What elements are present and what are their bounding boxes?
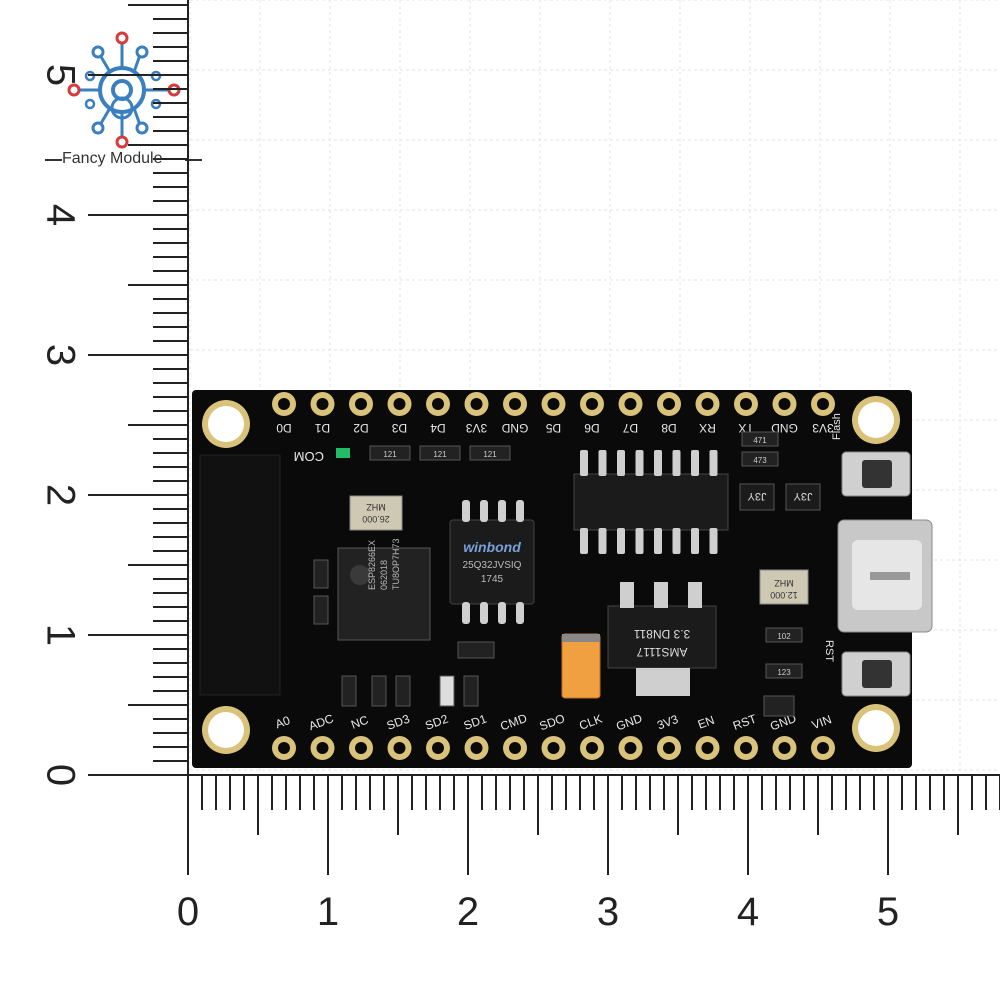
resistor	[419, 445, 461, 461]
ruler-v-label: 4	[38, 204, 82, 226]
horizontal-ruler: 0 1 2 3 4 5	[177, 774, 1000, 934]
ruler-v-label: 5	[38, 64, 82, 86]
pin-label: D5	[546, 421, 562, 435]
resistor	[463, 675, 479, 707]
ruler-h-label: 1	[317, 890, 339, 934]
mcu-text-2: 062018	[379, 560, 389, 590]
capacitor	[313, 559, 329, 589]
flash-chip	[449, 519, 535, 605]
rst-button-label: RST	[823, 640, 835, 662]
pin-label: A0	[273, 713, 292, 731]
mcu-crystal	[349, 495, 403, 531]
ruler-h-label: 3	[597, 890, 619, 934]
usb-crystal-text-2: MHZ	[774, 578, 794, 588]
brand-name: Fancy Module	[62, 150, 163, 167]
mcu-text-3: TU8OP7H73	[391, 538, 401, 590]
ruler-h-label: 5	[877, 890, 899, 934]
svg-text:123: 123	[777, 668, 791, 677]
transistor-1	[739, 483, 775, 511]
resistor	[765, 627, 803, 643]
capacitor	[457, 641, 495, 659]
usb-crystal-text-1: 12.000	[770, 590, 798, 600]
crystal-text-2: MHZ	[366, 502, 386, 512]
resistor	[341, 675, 357, 707]
ruler-h-label: 2	[457, 890, 479, 934]
pin-label: EN	[696, 713, 716, 732]
circuit-logo-icon	[45, 31, 202, 161]
pcb	[192, 390, 912, 768]
pin-label: 3V3	[466, 421, 488, 435]
resistor-array: 121 121 121 471 473 102 123	[313, 431, 803, 717]
pin-label: D4	[430, 421, 446, 435]
flash-text-2: 1745	[481, 574, 504, 585]
pin-label: D6	[584, 421, 600, 435]
resistor	[765, 663, 803, 679]
pin-label: VIN	[810, 712, 834, 732]
pin-label: NC	[349, 713, 370, 732]
transistor-2-label: J3Y	[793, 490, 813, 502]
usb-crystal	[759, 569, 809, 605]
resistor	[371, 675, 387, 707]
pin-label: 3V3	[655, 712, 680, 733]
transistor-1-label: J3Y	[747, 490, 767, 502]
flash-text-1: 25Q32JVSIQ	[463, 560, 522, 571]
antenna-area	[199, 454, 281, 696]
led	[439, 675, 455, 707]
svg-text:102: 102	[777, 632, 791, 641]
pin-label: D3	[392, 421, 408, 435]
svg-text:121: 121	[383, 450, 397, 459]
tantalum-capacitor	[561, 633, 601, 699]
pin-label: D8	[661, 421, 677, 435]
resistor	[369, 445, 411, 461]
regulator-text-2: 3.3 DN811	[633, 627, 690, 641]
svg-text:121: 121	[433, 450, 447, 459]
esp8266-chip	[337, 547, 431, 641]
voltage-regulator	[607, 605, 717, 669]
svg-text:473: 473	[753, 456, 767, 465]
regulator-text-1: AMS1117	[636, 645, 687, 659]
resistor	[741, 451, 779, 467]
flash-button-label: Flash	[831, 413, 843, 440]
ruler-v-label: 0	[38, 764, 82, 786]
com-label: COM	[294, 449, 324, 464]
regulator-tab	[636, 668, 690, 696]
pin-label: 3V3	[812, 421, 834, 435]
pin-label: D0	[276, 421, 292, 435]
svg-text:121: 121	[483, 450, 497, 459]
ruler-v-label: 2	[38, 484, 82, 506]
pin-label: D1	[315, 421, 331, 435]
resistor	[395, 675, 411, 707]
capacitor	[313, 595, 329, 625]
transistor-2	[785, 483, 821, 511]
mcu-text-1: ESP8266EX	[367, 540, 377, 590]
ruler-v-label: 3	[38, 344, 82, 366]
pin-label: RX	[699, 421, 716, 435]
resistor	[741, 431, 779, 447]
usb-serial-chip	[573, 473, 729, 531]
pin-label: D2	[353, 421, 369, 435]
diode	[763, 695, 795, 717]
espressif-logo-icon	[350, 565, 370, 585]
ruler-v-label: 1	[38, 624, 82, 646]
resistor	[469, 445, 511, 461]
ruler-h-label: 0	[177, 890, 199, 934]
crystal-text-1: 26.000	[362, 514, 390, 524]
ruler-h-label: 4	[737, 890, 759, 934]
pin-label: GND	[501, 421, 528, 435]
vertical-ruler: 0 1 2 3 4 5	[38, 0, 189, 786]
svg-text:471: 471	[753, 436, 767, 445]
flash-brand: winbond	[463, 539, 521, 555]
pin-label: D7	[623, 421, 639, 435]
led	[336, 448, 350, 458]
